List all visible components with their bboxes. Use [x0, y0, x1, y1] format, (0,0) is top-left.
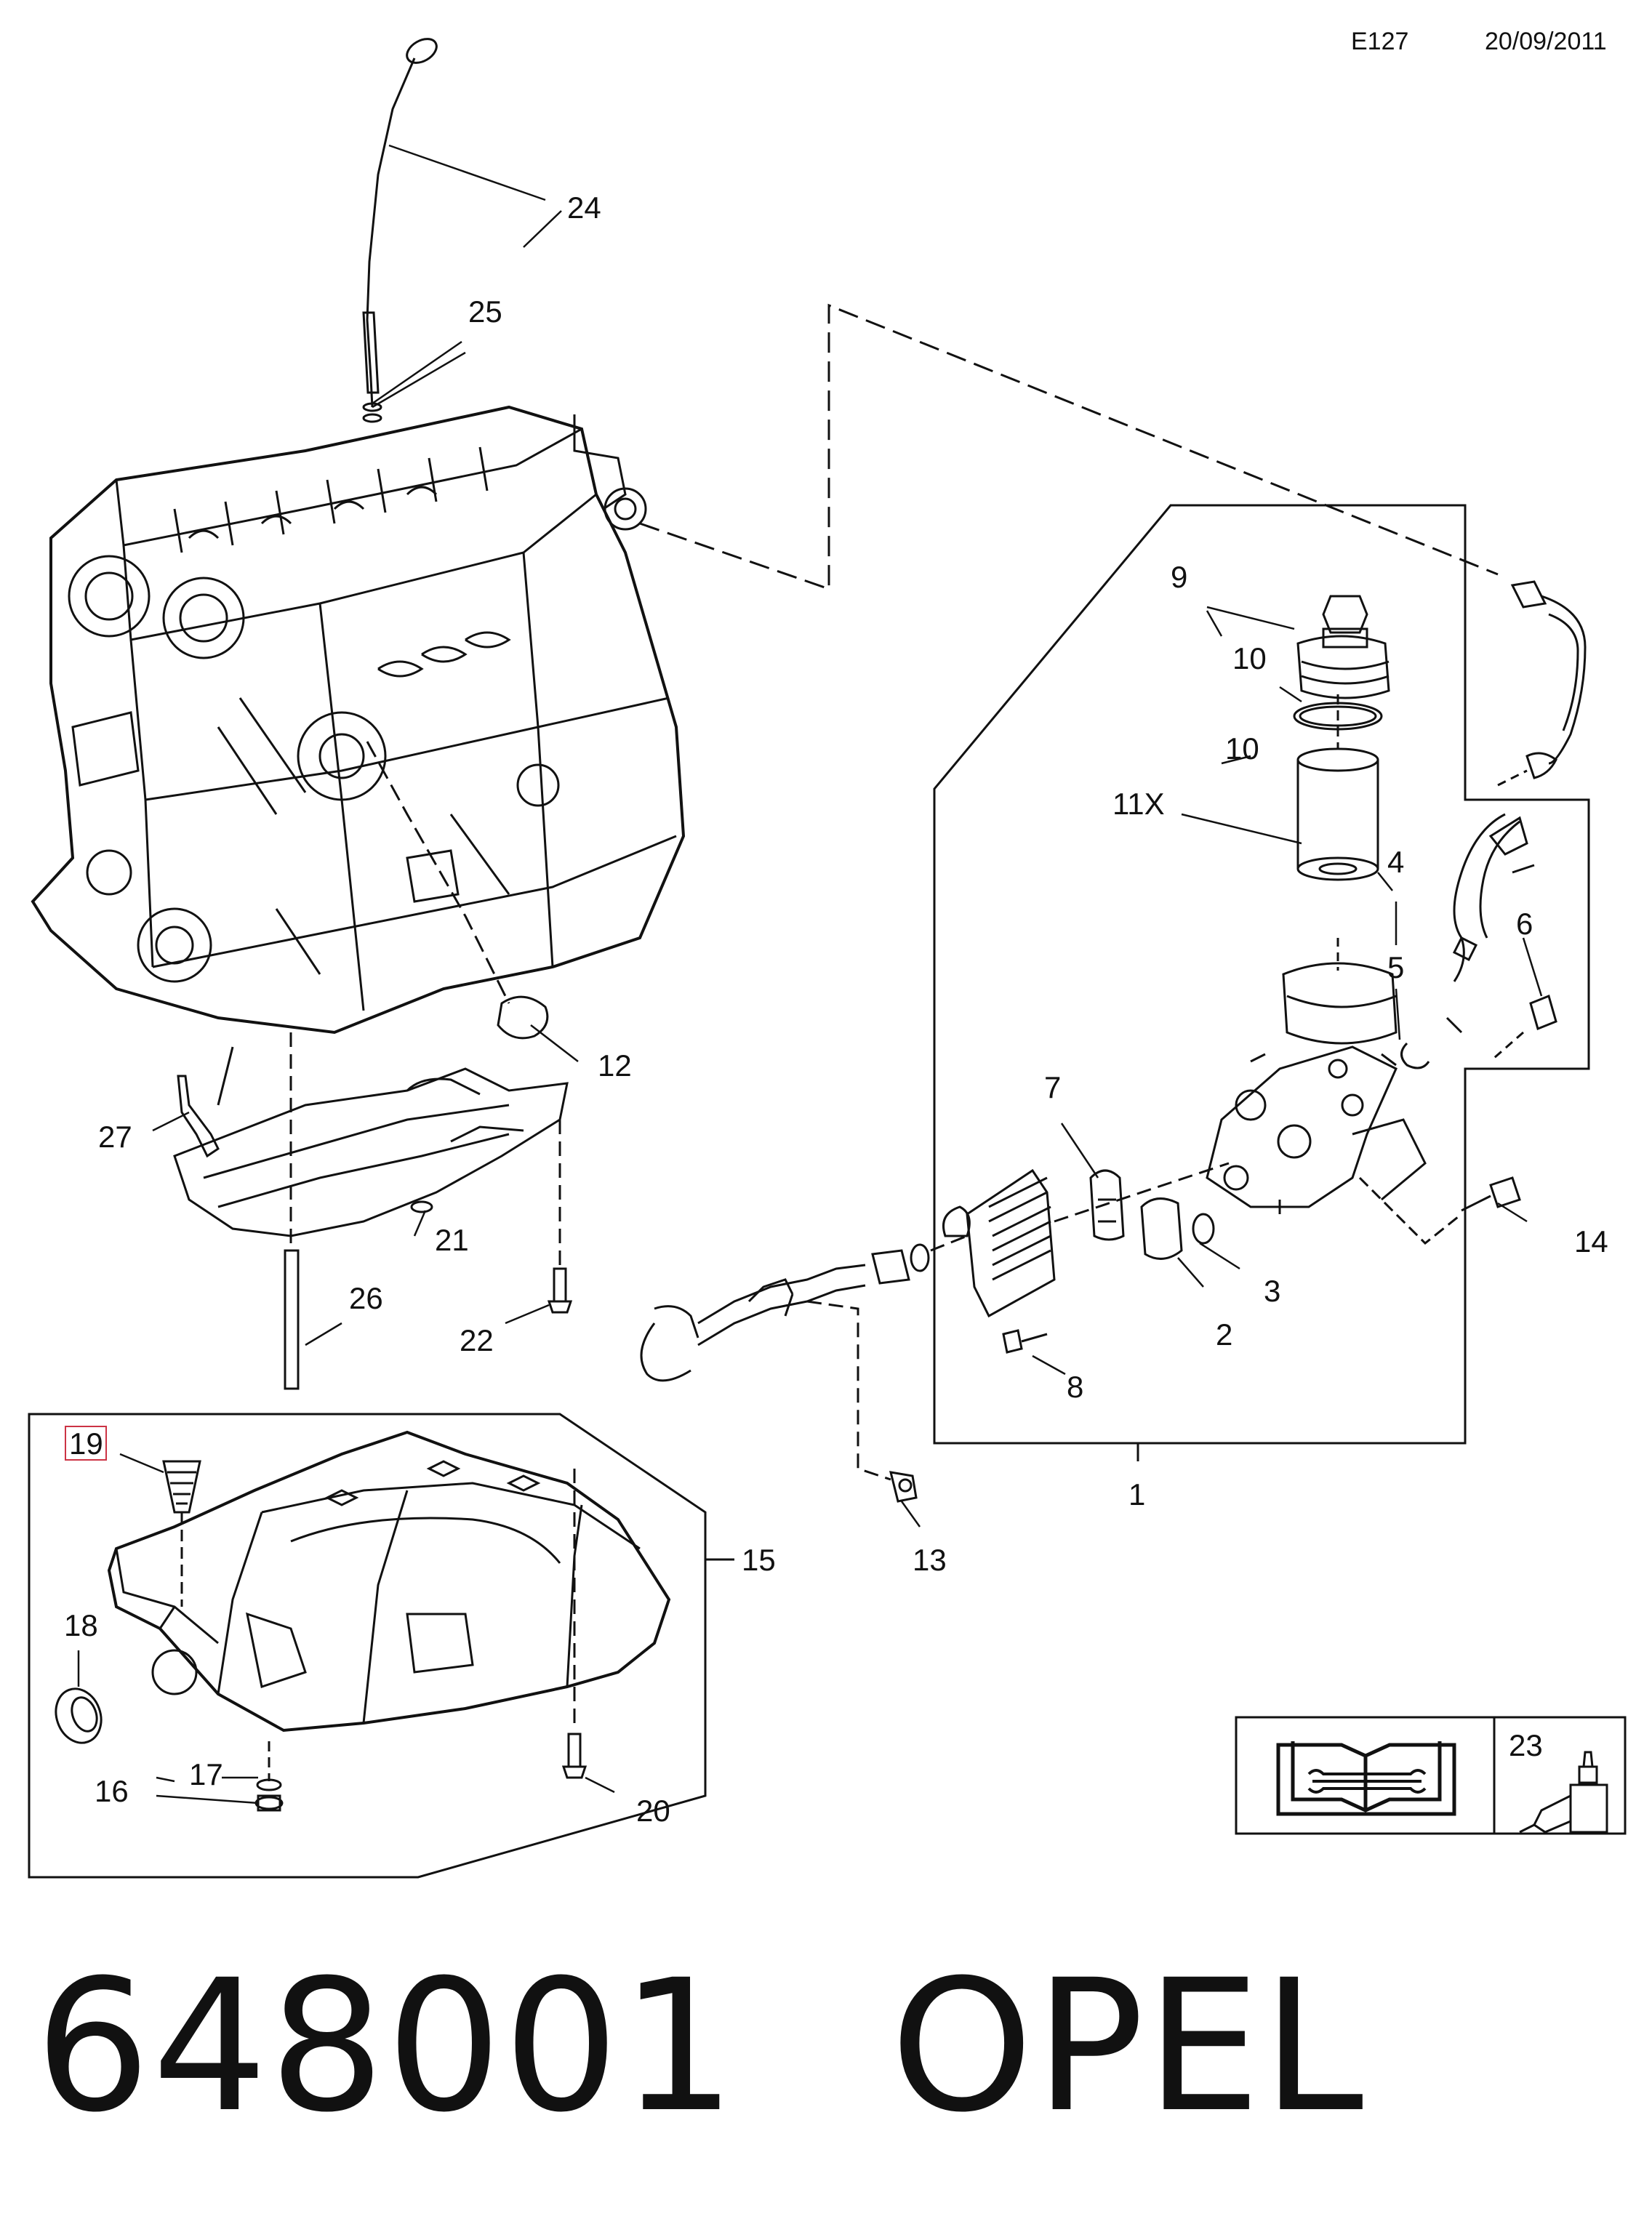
callout-6: 6: [1516, 907, 1533, 941]
bolt-8: [1002, 1329, 1048, 1354]
callout-27: 27: [98, 1120, 132, 1154]
brand-name: OPEL: [890, 1940, 1366, 2152]
callout-8: 8: [1067, 1370, 1083, 1404]
callout-26: 26: [349, 1281, 383, 1315]
callout-16: 16: [95, 1774, 129, 1808]
callout-23: 23: [1509, 1728, 1543, 1762]
filter-cap: [1296, 595, 1390, 699]
vent-tube: [366, 741, 549, 1040]
callout-15: 15: [742, 1543, 776, 1577]
drain-plug: [254, 1741, 284, 1812]
gasket-7: [1089, 1169, 1125, 1241]
seal-ring: [55, 1687, 103, 1744]
sensor-part: [177, 1046, 234, 1158]
callout-10b: 10: [1225, 731, 1259, 766]
bolt-14: [1358, 1176, 1521, 1245]
callout-21: 21: [435, 1223, 469, 1257]
oil-pan-frame: [28, 1413, 707, 1879]
callout-12: 12: [598, 1048, 632, 1083]
callout-13: 13: [913, 1543, 947, 1577]
callout-24: 24: [567, 190, 601, 225]
callout-20: 20: [636, 1794, 670, 1828]
drawing-code: E127: [1351, 28, 1409, 55]
clip-13: [889, 1471, 918, 1503]
callout-19: 19: [69, 1426, 103, 1461]
callout-14: 14: [1574, 1224, 1608, 1259]
callout-1: 1: [1128, 1477, 1145, 1512]
oil-baffle: [173, 1067, 569, 1237]
callout-9: 9: [1171, 560, 1187, 594]
module-frame: [933, 504, 1590, 1445]
drawing-date: 20/09/2011: [1485, 28, 1607, 55]
callout-17: 17: [189, 1757, 223, 1791]
engine-block: [31, 405, 686, 1035]
repair-manual-icon: [1276, 1741, 1456, 1816]
return-hose: [1446, 580, 1587, 1034]
callout-5: 5: [1387, 950, 1404, 984]
oil-cooler: [942, 1168, 1056, 1318]
oil-strainer: [162, 1460, 201, 1607]
dipstick-tube: [284, 1249, 300, 1390]
oil-pan: [107, 1430, 671, 1733]
legend-box: [1235, 1716, 1627, 1835]
gasket-2: [1140, 1197, 1183, 1260]
o-ring-3: [1192, 1213, 1215, 1245]
callout-19-highlight: [65, 1426, 107, 1461]
callout-11x: 11X: [1112, 787, 1165, 821]
callout-3: 3: [1264, 1274, 1280, 1308]
bolt-20: [561, 1469, 588, 1779]
callout-labels: 24 25 12 27 21 26 22 19 15 18 17 16 20 1…: [64, 190, 1608, 1828]
callout-10a: 10: [1232, 641, 1267, 675]
bolt-6: [1493, 994, 1557, 1059]
callout-7: 7: [1044, 1070, 1061, 1104]
oil-cooler-hose: [640, 1243, 930, 1382]
callout-2: 2: [1216, 1317, 1232, 1352]
bolt-22: [547, 1120, 573, 1314]
callout-18: 18: [64, 1608, 98, 1642]
leader-lines: [77, 144, 1543, 1805]
callout-4: 4: [1387, 845, 1404, 879]
callout-22: 22: [460, 1323, 494, 1357]
part-number: 648001: [35, 1940, 738, 2152]
callout-25: 25: [468, 294, 502, 329]
sealant-tube-icon: [1519, 1751, 1608, 1834]
filter-housing: [1206, 938, 1427, 1214]
filter-element: [1296, 694, 1379, 881]
hose-clamp: [1400, 1042, 1430, 1069]
